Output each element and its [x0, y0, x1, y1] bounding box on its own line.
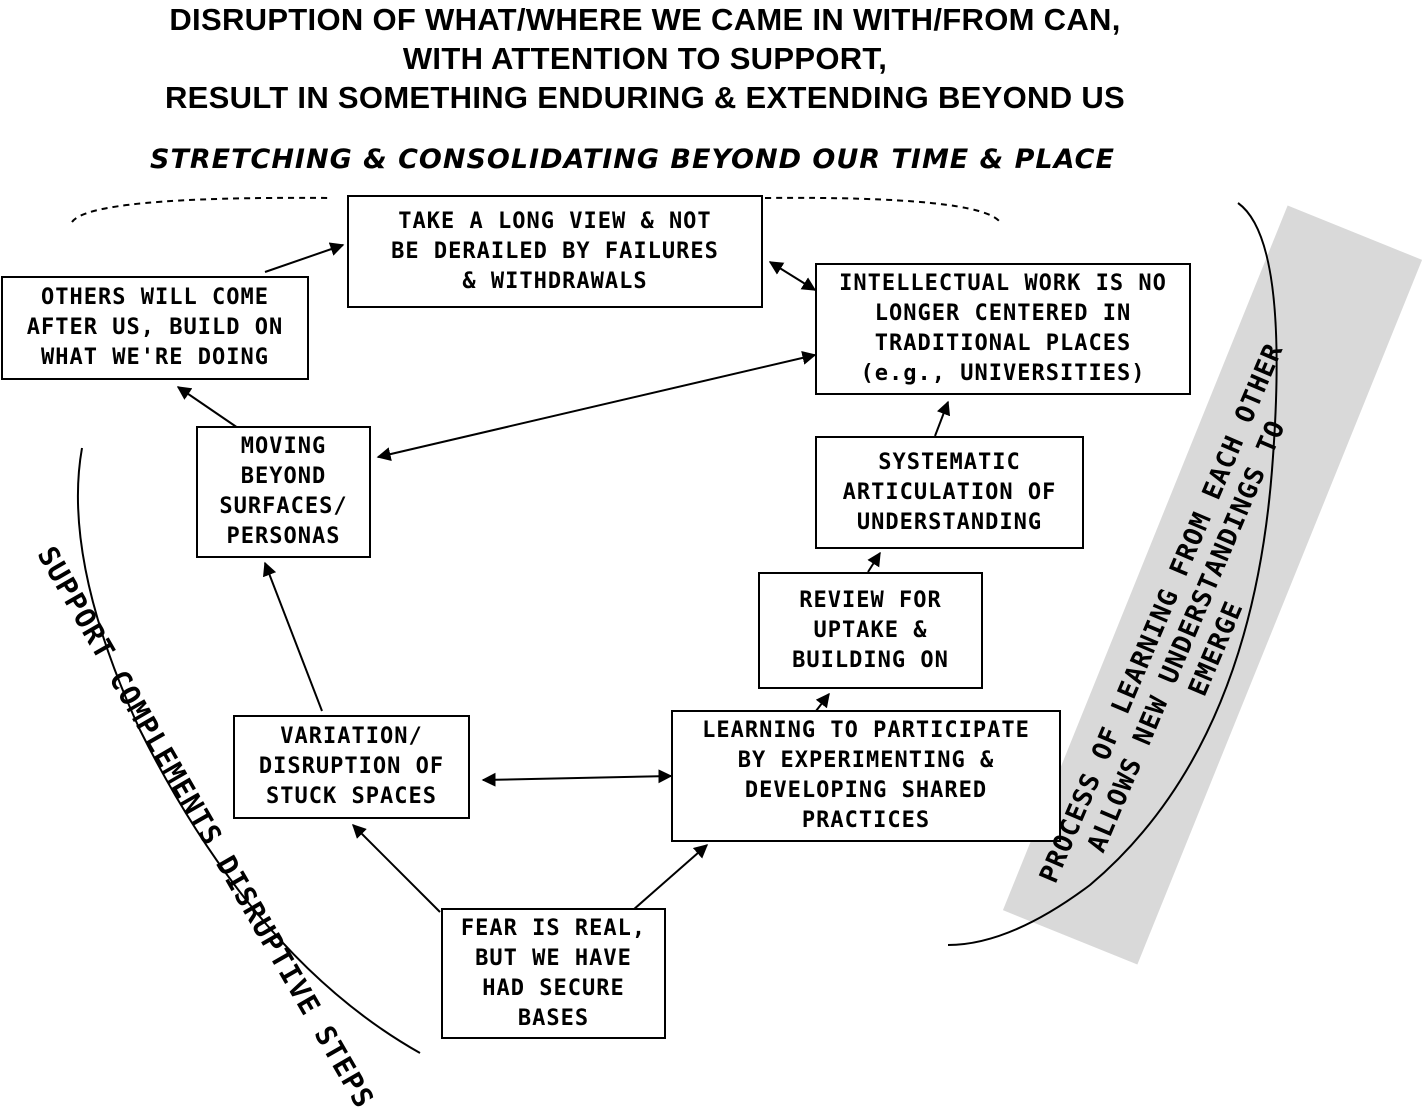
- box-review-for-uptake-text: REVIEW FOR UPTAKE & BUILDING ON: [792, 587, 949, 673]
- box-review-for-uptake: REVIEW FOR UPTAKE & BUILDING ON: [758, 572, 983, 689]
- diagram-subtitle: STRETCHING & CONSOLIDATING BEYOND OUR TI…: [150, 144, 1115, 175]
- box-take-long-view-text: TAKE A LONG VIEW & NOT BE DERAILED BY FA…: [391, 208, 719, 294]
- diagram-title: DISRUPTION OF WHAT/WHERE WE CAME IN WITH…: [0, 0, 1290, 117]
- box-systematic-articulation-text: SYSTEMATIC ARTICULATION OF UNDERSTANDING: [842, 449, 1057, 535]
- arrow-review-to-systematic: [867, 551, 881, 573]
- arrow-fear-to-variation: [352, 824, 441, 913]
- right-curve-bracket: [947, 202, 1278, 946]
- arrow-variation-learning: [481, 769, 673, 787]
- box-learning-to-participate-text: LEARNING TO PARTICIPATE BY EXPERIMENTING…: [702, 718, 1030, 833]
- box-others-will-come: OTHERS WILL COME AFTER US, BUILD ON WHAT…: [1, 276, 309, 380]
- arrow-learning-to-review: [815, 692, 830, 712]
- arrow-others-to-longview: [264, 242, 345, 273]
- arrow-systematic-to-intellectual: [934, 400, 951, 437]
- top-dashed-bracket: [71, 196, 1001, 223]
- left-curve-bracket: [76, 447, 421, 1054]
- title-line-3: RESULT IN SOMETHING ENDURING & EXTENDING…: [165, 80, 1125, 115]
- box-variation-disruption: VARIATION/ DISRUPTION OF STUCK SPACES: [233, 715, 470, 819]
- title-line-2: WITH ATTENTION TO SUPPORT,: [402, 41, 888, 76]
- arrow-moving-intellectual: [376, 351, 817, 461]
- arrow-longview-intellectual: [768, 261, 817, 291]
- box-fear-is-real: FEAR IS REAL, BUT WE HAVE HAD SECURE BAS…: [441, 908, 666, 1039]
- box-learning-to-participate: LEARNING TO PARTICIPATE BY EXPERIMENTING…: [671, 710, 1061, 842]
- box-variation-disruption-text: VARIATION/ DISRUPTION OF STUCK SPACES: [258, 724, 445, 809]
- arrow-fear-to-learning: [632, 844, 709, 911]
- box-take-long-view: TAKE A LONG VIEW & NOT BE DERAILED BY FA…: [347, 195, 763, 308]
- box-intellectual-work: INTELLECTUAL WORK IS NO LONGER CENTERED …: [815, 263, 1191, 395]
- box-moving-beyond-text: MOVING BEYOND SURFACES/ PERSONAS: [219, 434, 348, 549]
- box-fear-is-real-text: FEAR IS REAL, BUT WE HAVE HAD SECURE BAS…: [460, 915, 647, 1031]
- arrow-variation-to-moving: [262, 561, 323, 712]
- arrow-moving-to-others: [176, 386, 239, 429]
- box-moving-beyond: MOVING BEYOND SURFACES/ PERSONAS: [196, 426, 371, 558]
- box-others-will-come-text: OTHERS WILL COME AFTER US, BUILD ON WHAT…: [26, 285, 284, 370]
- box-intellectual-work-text: INTELLECTUAL WORK IS NO LONGER CENTERED …: [839, 271, 1167, 386]
- title-line-1: DISRUPTION OF WHAT/WHERE WE CAME IN WITH…: [169, 2, 1121, 37]
- box-systematic-articulation: SYSTEMATIC ARTICULATION OF UNDERSTANDING: [815, 436, 1084, 549]
